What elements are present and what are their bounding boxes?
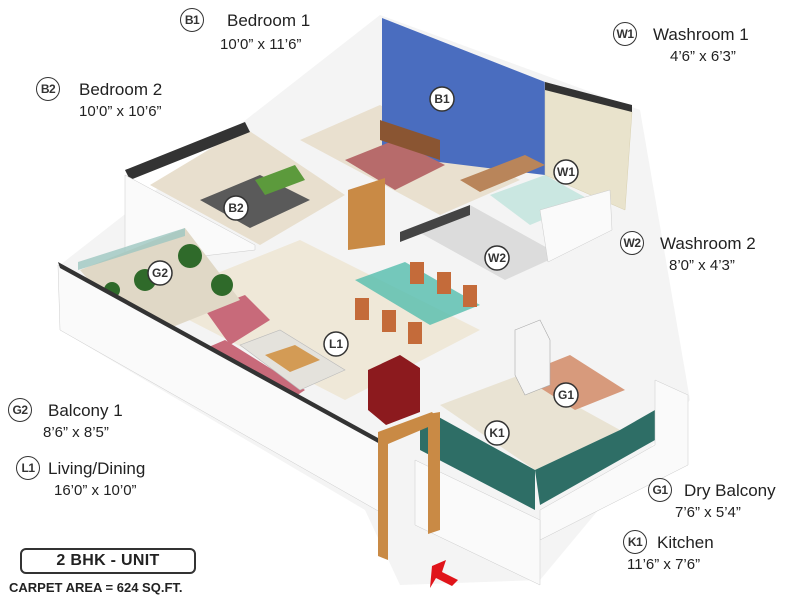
- red-cabinet: [368, 355, 420, 425]
- legend-g2-dims: 8’6” x 8’5”: [43, 424, 109, 441]
- legend-k1-badge: K1: [623, 530, 647, 554]
- bedroom2-pillows: [255, 165, 305, 195]
- legend-b1: B1 Bedroom 1 10’0” x 11’6”: [180, 8, 350, 58]
- washroom2-floor: [415, 205, 560, 280]
- washroom1-glass: [490, 175, 590, 225]
- legend-b2-name: Bedroom 2: [79, 80, 163, 99]
- legend-w2-badge: W2: [620, 231, 644, 255]
- bedroom2-wall-left: [125, 122, 250, 180]
- legend-k1-name: Kitchen: [657, 533, 714, 552]
- tag-g1: G1: [553, 382, 579, 408]
- legend-g2-name: Balcony 1: [48, 401, 123, 420]
- unit-type-label: 2 BHK - UNIT: [20, 548, 196, 574]
- legend-l1-name: Living/Dining: [48, 459, 146, 478]
- legend-k1-dims: 11’6” x 7’6”: [627, 556, 701, 573]
- legend-g2-badge: G2: [8, 398, 32, 422]
- washroom2-wall: [400, 205, 470, 242]
- svg-text:G2: G2: [152, 266, 168, 280]
- tag-b2: B2: [223, 195, 249, 221]
- entrance-door-frame: [378, 412, 440, 560]
- tag-w1: W1: [553, 159, 579, 185]
- legend-g1-dims: 7’6” x 5’4”: [675, 504, 741, 521]
- outer-wall-left-top: [58, 262, 380, 444]
- dining-table: [355, 262, 480, 325]
- svg-text:B1: B1: [434, 92, 450, 106]
- outer-wall-right: [539, 189, 613, 263]
- carpet-area-label: CARPET AREA = 624 SQ.FT.: [9, 580, 183, 595]
- legend-w1: W1 Washroom 1 4’6” x 6’3”: [613, 22, 793, 72]
- kitchen-counter-back: [535, 410, 655, 505]
- entrance-arrow-icon: [430, 560, 458, 588]
- coffee-table: [265, 345, 320, 372]
- svg-text:G1: G1: [558, 388, 574, 402]
- svg-text:K1: K1: [489, 426, 505, 440]
- legend-w2: W2 Washroom 2 8’0” x 4’3”: [620, 231, 800, 281]
- entrance-door-frame-right: [428, 412, 440, 534]
- legend-g1: G1 Dry Balcony 7’6” x 5’4”: [648, 478, 800, 528]
- tag-b1: B1: [429, 86, 455, 112]
- legend-k1: K1 Kitchen 11’6” x 7’6”: [623, 530, 793, 580]
- legend-w2-name: Washroom 2: [660, 234, 756, 253]
- svg-text:L1: L1: [329, 337, 343, 351]
- svg-text:W1: W1: [557, 165, 575, 179]
- legend-b2-dims: 10’0” x 10’6”: [79, 103, 162, 120]
- tag-g2: G2: [147, 260, 173, 286]
- legend-b1-badge: B1: [180, 8, 204, 32]
- legend-l1: L1 Living/Dining 16’0” x 10’0”: [16, 456, 196, 506]
- tag-w2: W2: [484, 245, 510, 271]
- kitchen-wall-front: [414, 459, 541, 586]
- legend-l1-dims: 16’0” x 10’0”: [54, 482, 137, 499]
- tag-k1: K1: [484, 420, 510, 446]
- kitchen-floor: [440, 375, 620, 470]
- legend-w2-dims: 8’0” x 4’3”: [669, 257, 735, 274]
- bedroom1-dresser: [460, 155, 545, 192]
- kitchen-counter: [420, 415, 535, 510]
- outer-wall-right-top: [545, 82, 632, 112]
- washing-machine: [514, 319, 551, 396]
- legend-b1-dims: 10’0” x 11’6”: [220, 36, 302, 53]
- balcony1-railing: [78, 228, 185, 270]
- legend-b1-name: Bedroom 1: [227, 11, 311, 30]
- dining-chairs: [355, 262, 477, 344]
- svg-text:B2: B2: [228, 201, 244, 215]
- tag-l1: L1: [323, 331, 349, 357]
- bedroom-door: [348, 178, 385, 250]
- legend-l1-badge: L1: [16, 456, 40, 480]
- legend-g1-name: Dry Balcony: [684, 481, 776, 500]
- legend-g1-badge: G1: [648, 478, 672, 502]
- legend-w1-dims: 4’6” x 6’3”: [670, 48, 736, 65]
- bedroom1-bed-headboard: [380, 120, 440, 160]
- legend-b2-badge: B2: [36, 77, 60, 101]
- legend-w1-badge: W1: [613, 22, 637, 46]
- legend-b2: B2 Bedroom 2 10’0” x 10’6”: [36, 77, 216, 127]
- svg-text:W2: W2: [488, 251, 506, 265]
- legend-g2: G2 Balcony 1 8’6” x 8’5”: [8, 398, 178, 448]
- legend-w1-name: Washroom 1: [653, 25, 749, 44]
